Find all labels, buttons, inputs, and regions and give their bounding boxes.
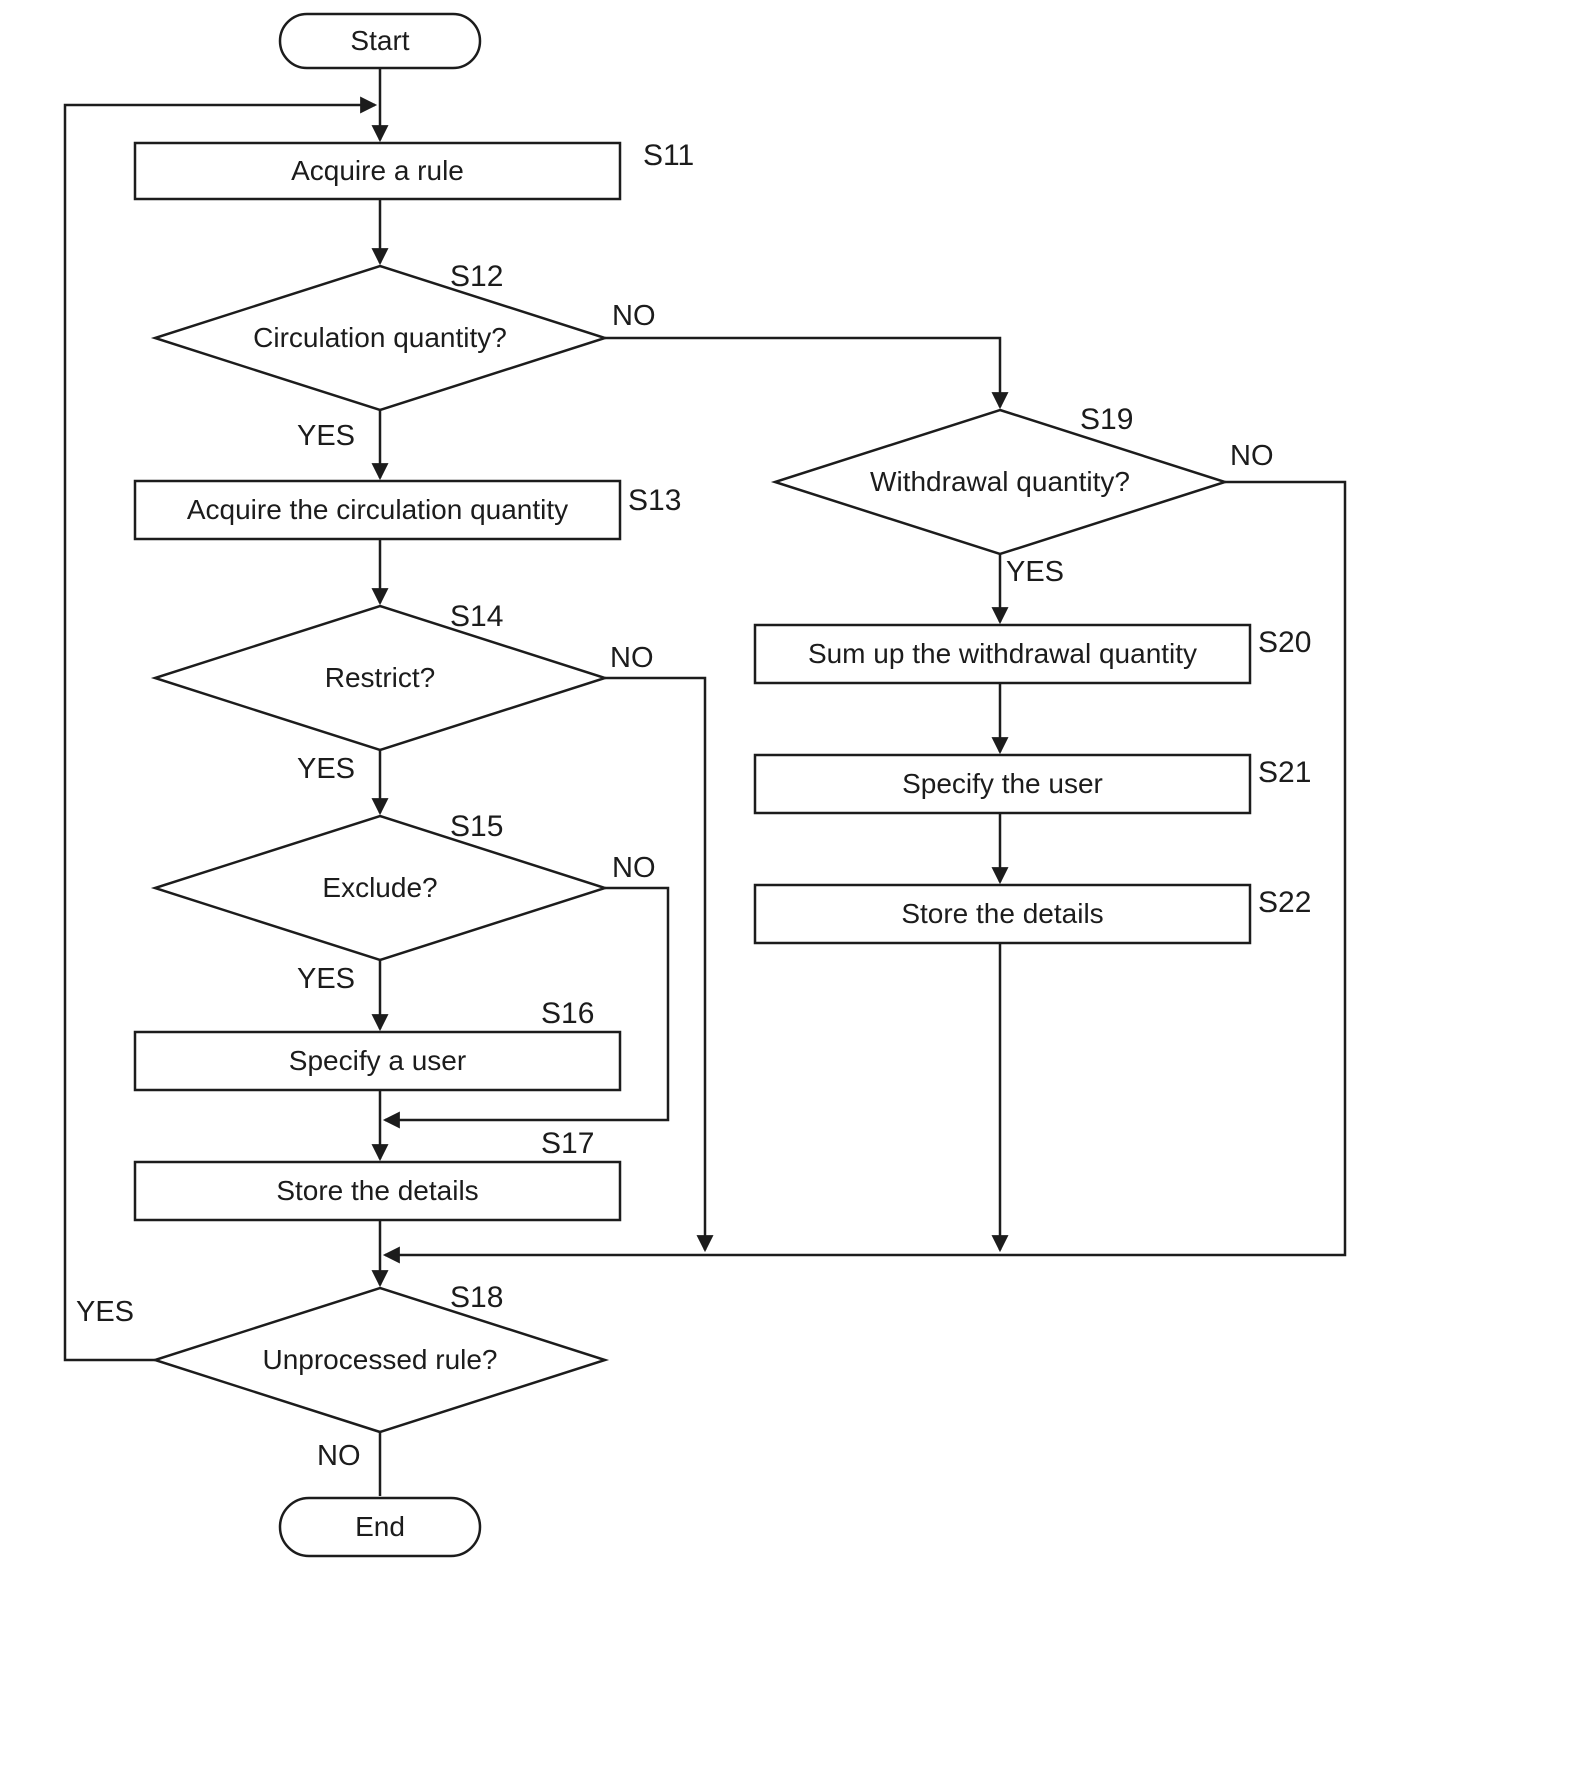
step-label-s17: S17 [541, 1127, 595, 1160]
decision-label-s15: Exclude? [322, 872, 438, 904]
process-box-s20 [753, 623, 1252, 685]
process-label-s17: Store the details [276, 1175, 479, 1207]
start-label: Start [350, 25, 410, 57]
decision-label-s18: Unprocessed rule? [262, 1344, 498, 1376]
terminator-start [278, 12, 482, 70]
node-shapes [133, 12, 1252, 1558]
edge-s19-no-collector [382, 480, 1347, 1264]
process-label-s20: Sum up the withdrawal quantity [807, 638, 1198, 670]
edge-label-s12-yes: YES [297, 420, 356, 452]
edge-s14-no-collector [605, 676, 714, 1253]
edge-label-s19-no: NO [1230, 440, 1274, 472]
process-label-s22: Store the details [901, 898, 1104, 930]
decision-label-s12: Circulation quantity? [253, 322, 507, 354]
terminator-end [278, 1496, 482, 1558]
edge-label-s15-no: NO [612, 852, 656, 884]
process-label-s13: Acquire the circulation quantity [186, 494, 569, 526]
step-label-s11: S11 [643, 139, 695, 172]
decision-diamond-s19 [770, 408, 1230, 556]
edge-s15-no-join [382, 886, 670, 1129]
edge-label-s19-yes: YES [1006, 556, 1065, 588]
decision-diamond-s18 [150, 1286, 610, 1434]
step-label-s18: S18 [450, 1281, 504, 1314]
edge-label-s14-yes: YES [297, 753, 356, 785]
process-box-s21 [753, 753, 1252, 815]
step-label-s12: S12 [450, 260, 504, 293]
edge-label-s12-no: NO [612, 300, 656, 332]
step-label-s16: S16 [541, 997, 595, 1030]
edge-label-s18-no: NO [317, 1440, 361, 1472]
step-label-s22: S22 [1258, 886, 1312, 919]
edge-label-s15-yes: YES [297, 963, 356, 995]
edge-s18-yes-loop [63, 96, 378, 1362]
edge-s12-no-s19 [605, 336, 1009, 410]
decision-label-s19: Withdrawal quantity? [870, 466, 1130, 498]
decision-diamond-s15 [150, 814, 610, 962]
step-label-s14: S14 [450, 600, 504, 633]
step-label-s20: S20 [1258, 626, 1312, 659]
connectors [63, 68, 1347, 1496]
edge-label-s18-yes: YES [76, 1296, 135, 1328]
end-label: End [355, 1511, 405, 1543]
process-box-s13 [133, 479, 622, 541]
process-label-s21: Specify the user [902, 768, 1103, 800]
step-label-s21: S21 [1258, 756, 1312, 789]
process-box-s17 [133, 1160, 622, 1222]
step-label-s15: S15 [450, 810, 504, 843]
process-label-s16: Specify a user [288, 1045, 467, 1077]
decision-diamond-s14 [150, 604, 610, 752]
process-label-s11: Acquire a rule [291, 155, 464, 187]
decision-diamond-s12 [150, 264, 610, 412]
step-label-s13: S13 [628, 484, 682, 517]
process-box-s22 [753, 883, 1252, 945]
decision-label-s14: Restrict? [324, 662, 436, 694]
process-box-s16 [133, 1030, 622, 1092]
process-box-s11 [133, 141, 622, 201]
edge-label-s14-no: NO [610, 642, 654, 674]
step-label-s19: S19 [1080, 403, 1134, 436]
